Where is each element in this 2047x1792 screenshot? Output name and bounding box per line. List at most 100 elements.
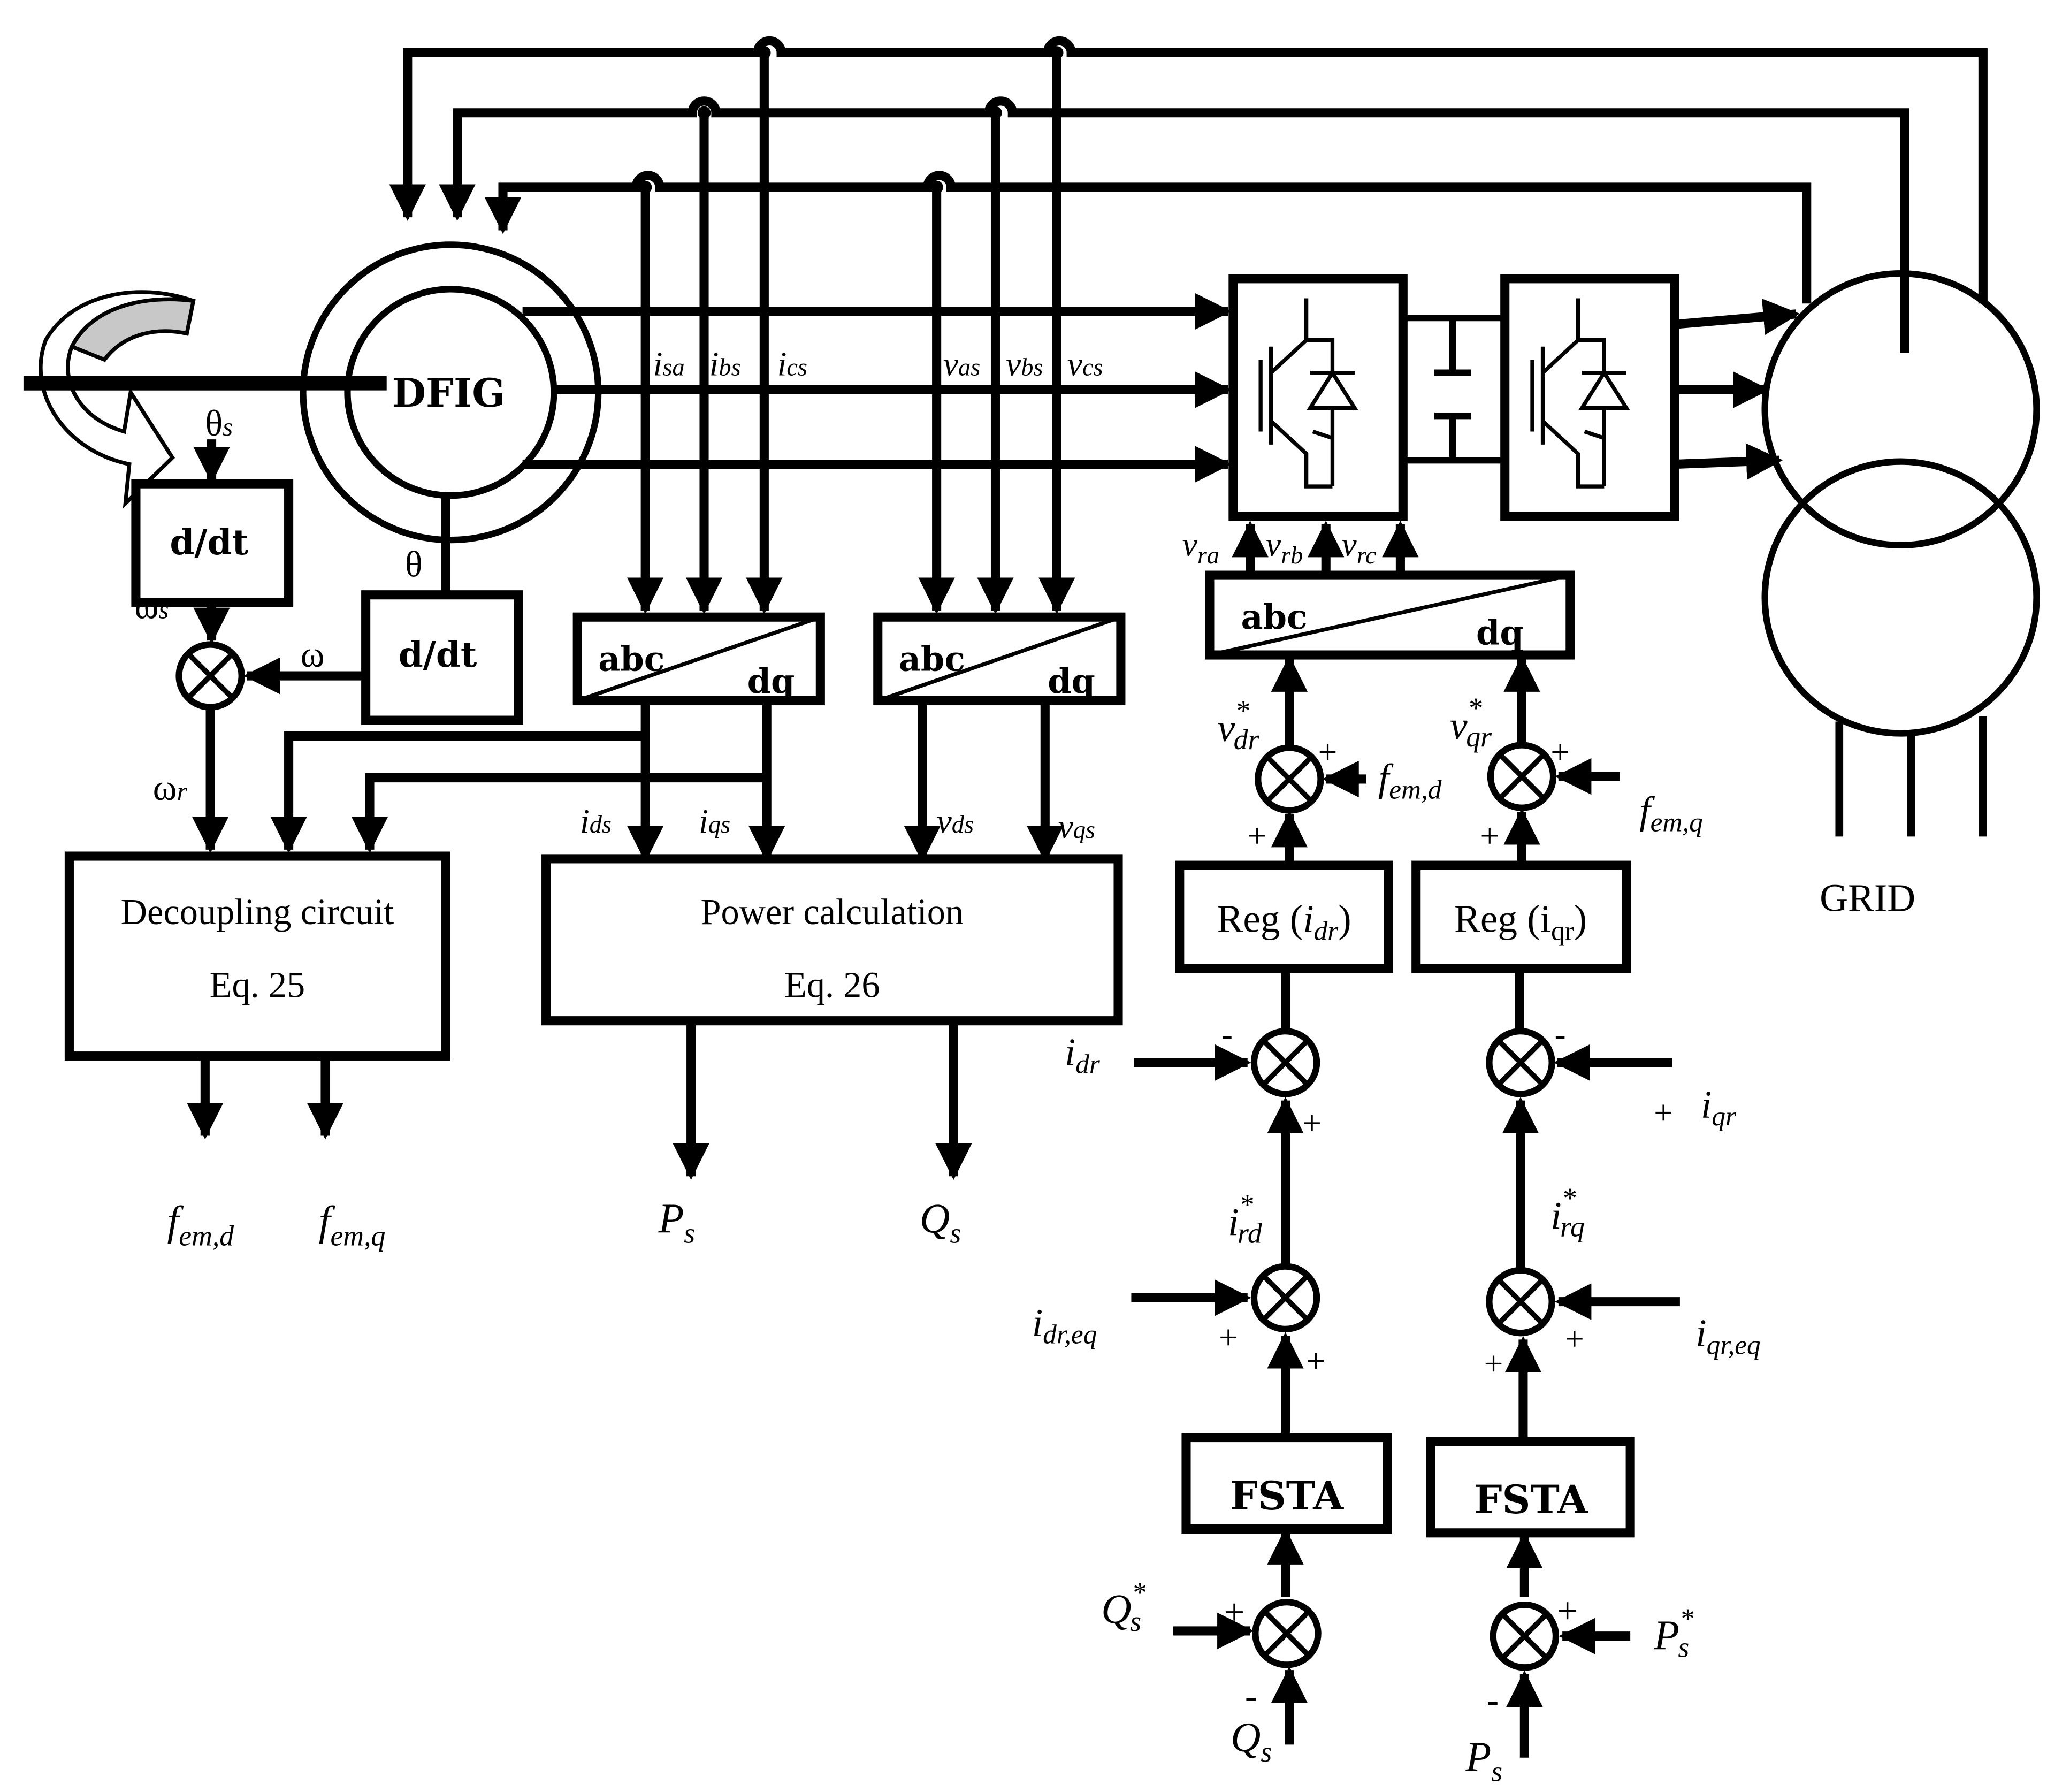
decoupling-title: Decoupling circuit xyxy=(121,891,394,932)
stator-signal-labels: isa ibs ics vas vbs vcs xyxy=(653,345,1103,383)
v-qs-label: vqs xyxy=(1058,807,1095,845)
svg-text:abc: abc xyxy=(598,638,664,678)
plus-sign: + xyxy=(1248,817,1267,855)
plus-sign: + xyxy=(1302,1104,1322,1142)
grid-label: GRID xyxy=(1820,876,1915,920)
converter-to-transformer-lines xyxy=(1674,298,1800,480)
out-f-em-d-label: fem,d xyxy=(167,1198,234,1252)
decoupling-circuit-block xyxy=(64,851,450,1061)
sum-junction-qs xyxy=(1252,1599,1322,1668)
v-dr-star-label: v*dr xyxy=(1218,695,1260,756)
in-i-dr-label: idr xyxy=(1065,1031,1101,1080)
v-qr-star-label: v*qr xyxy=(1450,692,1492,753)
i-rq-star-label: i*rq xyxy=(1550,1182,1585,1243)
sum-junction-vqr xyxy=(1487,742,1557,811)
svg-text:ibs: ibs xyxy=(709,345,741,383)
reg-iqr-label: Reg (iqr) xyxy=(1454,897,1587,947)
i-rd-star-label: i*rd xyxy=(1228,1188,1262,1249)
dfig-machine: DFIG xyxy=(23,241,602,544)
in-f-em-d-label: fem,d xyxy=(1378,756,1442,805)
plus-sign: + xyxy=(1219,1318,1238,1356)
svg-text:dq: dq xyxy=(747,661,795,701)
v-rb-label: vrb xyxy=(1266,525,1303,569)
omega-r-label: ωr xyxy=(153,767,188,808)
dfig-label: DFIG xyxy=(392,370,505,416)
v-ra-label: vra xyxy=(1182,525,1219,569)
power-calculation-block xyxy=(541,854,1123,1026)
abc-dq-voltage-transform: abc dq xyxy=(873,612,1126,706)
omega-s-label: ωs xyxy=(134,586,169,627)
dc-link-capacitors xyxy=(1403,314,1505,464)
in-i-qr-eq-label: iqr,eq xyxy=(1695,1311,1760,1361)
igbt-diode-icon xyxy=(1258,298,1358,489)
minus-sign: - xyxy=(1221,1015,1233,1053)
svg-text:vcs: vcs xyxy=(1067,345,1103,383)
fsta-q-block xyxy=(1426,1437,1635,1538)
plus-sign: + xyxy=(1318,733,1338,771)
sum-junction-ird xyxy=(1250,1263,1320,1332)
power-calc-title: Power calculation xyxy=(700,891,964,932)
fsta-d-block xyxy=(1181,1433,1392,1534)
igbt-diode-icon xyxy=(1530,298,1630,489)
in-i-dr-eq-label: idr,eq xyxy=(1032,1301,1097,1350)
plus-sign: + xyxy=(1224,1592,1245,1633)
minus-sign: - xyxy=(1245,1675,1257,1716)
rotor-voltage-lines xyxy=(1232,521,1419,576)
out-p-s-label: Ps xyxy=(658,1195,696,1249)
in-p-s-label: Ps xyxy=(1465,1733,1502,1788)
plus-sign: + xyxy=(1307,1341,1326,1379)
svg-text:abc: abc xyxy=(1241,597,1308,637)
sum-junction-vdr xyxy=(1255,744,1324,814)
rotor-to-converter-lines xyxy=(522,293,1232,483)
sum-junction-iqr xyxy=(1486,1028,1555,1097)
svg-text:ics: ics xyxy=(777,345,807,383)
reg-idr-block xyxy=(1175,860,1393,973)
power-calc-eq: Eq. 26 xyxy=(784,965,880,1005)
rotor-side-converter xyxy=(1228,274,1408,521)
output-lines xyxy=(187,1020,972,1180)
plus-sign: + xyxy=(1565,1320,1584,1358)
ddt-block-theta-s xyxy=(131,479,294,607)
svg-text:isa: isa xyxy=(653,345,685,383)
minus-sign: - xyxy=(1555,1015,1566,1053)
grid-transformer xyxy=(1761,270,2040,837)
svg-text:vbs: vbs xyxy=(1006,345,1043,383)
minus-sign: - xyxy=(1487,1679,1499,1720)
stator-feed-lines xyxy=(389,36,1988,614)
plus-sign: + xyxy=(1550,733,1570,771)
abc-dq-rotor-transform: abc dq xyxy=(1205,570,1575,660)
grid-side-converter xyxy=(1500,274,1679,521)
theta-label: θ xyxy=(405,544,423,585)
out-f-em-q-label: fem,q xyxy=(319,1198,386,1252)
rotation-arrow-icon xyxy=(39,290,196,509)
ddt-label-theta: d/dt xyxy=(399,634,477,675)
in-q-s-label: Qs xyxy=(1231,1714,1272,1768)
sum-junction-ps xyxy=(1490,1601,1560,1671)
abc-dq-current-transform: abc dq xyxy=(572,612,825,706)
reg-iqr-block xyxy=(1411,860,1631,973)
p-s-star-label: P*s xyxy=(1653,1603,1694,1664)
d-axis-lines xyxy=(1131,655,1366,1745)
svg-text:dq: dq xyxy=(1476,612,1524,652)
reg-idr-label: Reg (idr) xyxy=(1217,897,1351,947)
in-f-em-q-label: fem,q xyxy=(1639,789,1703,838)
sum-junction-idr xyxy=(1250,1028,1320,1097)
v-ds-label: vds xyxy=(937,802,974,840)
v-rc-label: vrc xyxy=(1342,525,1377,569)
theta-s-label: θs xyxy=(205,403,233,444)
q-s-star-label: Q*s xyxy=(1101,1576,1145,1637)
dq-signal-lines xyxy=(270,700,1064,863)
ddt-label-theta-s: d/dt xyxy=(170,521,248,563)
i-qs-label: iqs xyxy=(699,802,730,840)
plus-sign: + xyxy=(1484,1344,1503,1382)
q-axis-lines xyxy=(1502,655,1680,1758)
plus-sign: + xyxy=(1654,1094,1673,1132)
svg-text:dq: dq xyxy=(1048,661,1095,701)
plus-sign: + xyxy=(1480,817,1499,855)
svg-text:abc: abc xyxy=(899,638,965,678)
fsta-d-label: FSTA xyxy=(1230,1473,1344,1519)
omega-label: ω xyxy=(301,634,325,675)
fsta-q-label: FSTA xyxy=(1474,1477,1588,1523)
plus-sign: + xyxy=(1557,1590,1578,1631)
